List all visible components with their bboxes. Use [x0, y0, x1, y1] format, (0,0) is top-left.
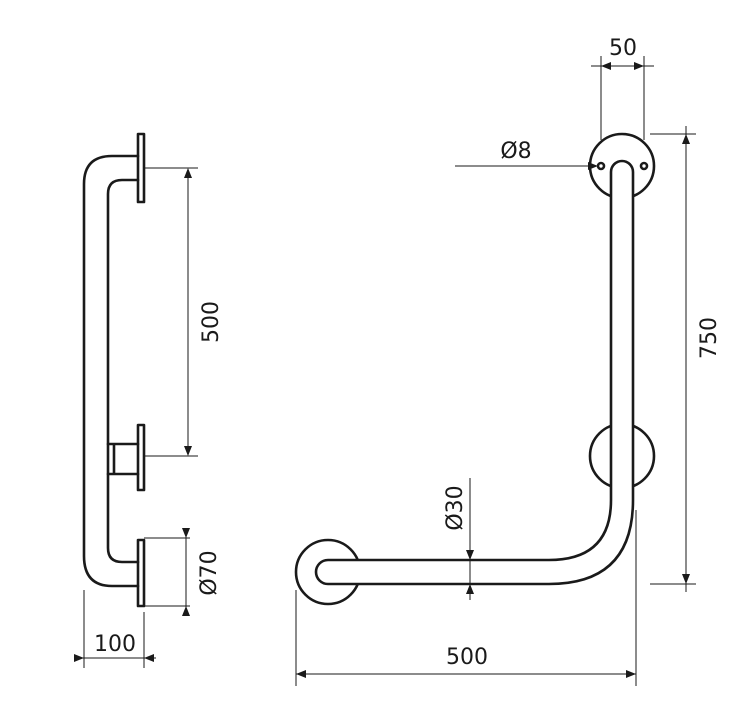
dim-top-spacing-label: 50 — [609, 36, 637, 61]
front-view — [294, 132, 656, 606]
dim-flange-diameter-label: Ø70 — [197, 550, 222, 595]
dim-length-label: 500 — [446, 645, 488, 670]
dim-side-spacing: 500 — [144, 167, 224, 457]
side-flange-middle — [136, 423, 146, 492]
side-flange-top — [136, 132, 146, 204]
dim-side-width-label: 100 — [94, 632, 136, 657]
dim-side-width: 100 — [74, 590, 156, 668]
dim-height: 750 — [650, 126, 722, 592]
screw-hole-left — [596, 161, 606, 171]
side-tube-inner — [106, 178, 140, 564]
dim-tube-diameter: Ø30 — [443, 478, 474, 600]
dim-screw-diameter-label: Ø8 — [500, 139, 531, 164]
dim-tube-diameter-label: Ø30 — [443, 485, 468, 530]
screw-hole-right — [639, 161, 649, 171]
dim-height-label: 750 — [697, 317, 722, 359]
side-middle-support — [106, 442, 140, 476]
side-flange-bottom — [136, 538, 146, 608]
front-tube — [314, 159, 635, 586]
dim-flange-diameter: Ø70 — [144, 528, 222, 616]
side-view — [82, 132, 146, 608]
dim-top-spacing: 50 — [591, 36, 654, 140]
side-tube-outer — [82, 154, 140, 588]
dim-screw-diameter: Ø8 — [455, 139, 598, 170]
dim-side-spacing-label: 500 — [199, 301, 224, 343]
dim-length: 500 — [295, 510, 637, 686]
